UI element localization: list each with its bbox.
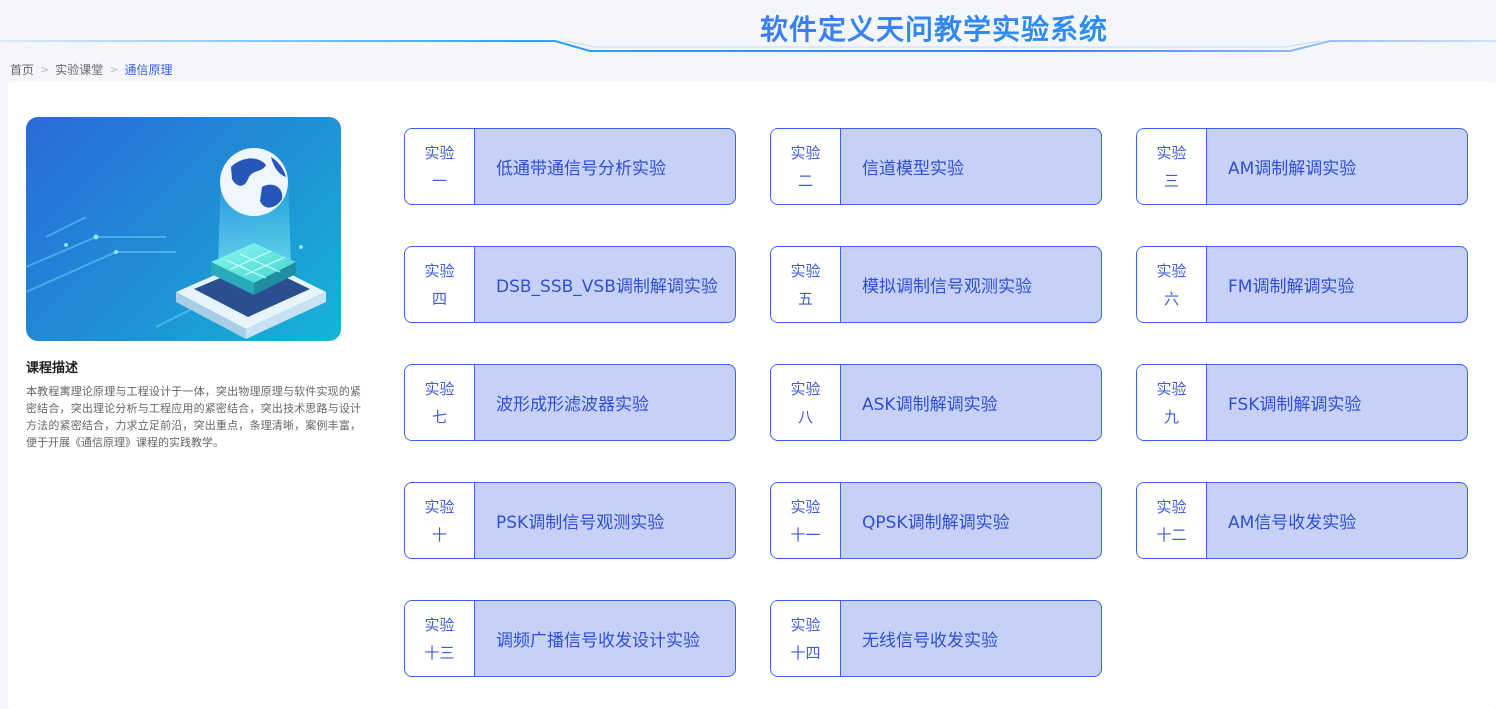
experiment-card-5[interactable]: 实验 五 模拟调制信号观测实验	[770, 246, 1102, 323]
experiment-number: 实验 三	[1137, 129, 1207, 204]
experiment-name: ASK调制解调实验	[862, 395, 998, 415]
experiment-prefix: 实验	[790, 615, 821, 634]
experiment-prefix: 实验	[790, 261, 821, 280]
course-description-title: 课程描述	[26, 361, 79, 376]
experiment-ordinal: 五	[797, 289, 813, 308]
experiment-card-10[interactable]: 实验 十 PSK调制信号观测实验	[404, 482, 736, 559]
experiment-prefix: 实验	[424, 379, 455, 398]
experiment-number: 实验 五	[771, 247, 841, 322]
experiment-prefix: 实验	[1156, 497, 1187, 516]
experiment-card-13[interactable]: 实验 十三 调频广播信号收发设计实验	[404, 600, 736, 677]
chevron-right-icon: >	[109, 62, 119, 76]
experiment-ordinal: 一	[431, 171, 447, 190]
experiment-number: 实验 七	[405, 365, 475, 440]
experiment-ordinal: 二	[797, 171, 813, 190]
experiment-name: 无线信号收发实验	[862, 631, 998, 651]
experiment-number: 实验 十三	[405, 601, 475, 676]
experiment-name: 波形成形滤波器实验	[496, 395, 649, 415]
header-decoration	[0, 40, 1496, 52]
experiment-ordinal: 四	[431, 289, 447, 308]
experiment-prefix: 实验	[424, 615, 455, 634]
experiment-number: 实验 九	[1137, 365, 1207, 440]
experiment-card-9[interactable]: 实验 九 FSK调制解调实验	[1136, 364, 1468, 441]
experiment-number: 实验 十四	[771, 601, 841, 676]
experiment-prefix: 实验	[424, 143, 455, 162]
experiment-prefix: 实验	[1156, 261, 1187, 280]
experiment-ordinal: 十二	[1156, 525, 1187, 544]
experiment-card-8[interactable]: 实验 八 ASK调制解调实验	[770, 364, 1102, 441]
experiment-card-11[interactable]: 实验 十一 QPSK调制解调实验	[770, 482, 1102, 559]
experiment-number: 实验 十一	[771, 483, 841, 558]
experiment-name: DSB_SSB_VSB调制解调实验	[496, 277, 718, 297]
experiment-prefix: 实验	[424, 261, 455, 280]
breadcrumb: 首页 > 实验课堂 > 通信原理	[10, 60, 172, 78]
experiment-name: 低通带通信号分析实验	[496, 159, 666, 179]
experiment-ordinal: 十三	[424, 643, 455, 662]
experiment-name: QPSK调制解调实验	[862, 513, 1010, 533]
experiment-ordinal: 十一	[790, 525, 821, 544]
experiment-name: PSK调制信号观测实验	[496, 513, 665, 533]
course-illustration	[26, 117, 341, 341]
experiment-number: 实验 六	[1137, 247, 1207, 322]
experiment-card-4[interactable]: 实验 四 DSB_SSB_VSB调制解调实验	[404, 246, 736, 323]
experiment-card-1[interactable]: 实验 一 低通带通信号分析实验	[404, 128, 736, 205]
course-description-text: 本教程寓理论原理与工程设计于一体，突出物理原理与软件实现的紧密结合，突出理论分析…	[26, 385, 361, 449]
experiment-name: 信道模型实验	[862, 159, 964, 179]
experiment-card-3[interactable]: 实验 三 AM调制解调实验	[1136, 128, 1468, 205]
experiment-card-12[interactable]: 实验 十二 AM信号收发实验	[1136, 482, 1468, 559]
experiment-prefix: 实验	[790, 497, 821, 516]
experiment-ordinal: 三	[1163, 171, 1179, 190]
experiment-prefix: 实验	[790, 379, 821, 398]
experiment-card-2[interactable]: 实验 二 信道模型实验	[770, 128, 1102, 205]
experiment-ordinal: 七	[431, 407, 447, 426]
experiment-name: AM调制解调实验	[1228, 159, 1357, 179]
experiment-prefix: 实验	[424, 497, 455, 516]
experiment-name: 模拟调制信号观测实验	[862, 277, 1032, 297]
experiment-ordinal: 八	[797, 407, 813, 426]
experiment-ordinal: 九	[1163, 407, 1179, 426]
experiment-name: AM信号收发实验	[1228, 513, 1357, 533]
experiment-name: FSK调制解调实验	[1228, 395, 1362, 415]
experiment-number: 实验 一	[405, 129, 475, 204]
experiment-prefix: 实验	[1156, 379, 1187, 398]
experiment-card-14[interactable]: 实验 十四 无线信号收发实验	[770, 600, 1102, 677]
chip-globe-illustration	[26, 148, 326, 339]
experiment-ordinal: 十	[431, 525, 447, 544]
experiment-name: 调频广播信号收发设计实验	[496, 631, 700, 651]
experiment-name: FM调制解调实验	[1228, 277, 1355, 297]
experiment-number: 实验 八	[771, 365, 841, 440]
experiment-number: 实验 四	[405, 247, 475, 322]
breadcrumb-home[interactable]: 首页	[10, 62, 35, 77]
experiment-number: 实验 二	[771, 129, 841, 204]
experiment-ordinal: 十四	[790, 643, 821, 662]
chevron-right-icon: >	[40, 62, 50, 76]
breadcrumb-current: 通信原理	[124, 62, 173, 77]
experiment-number: 实验 十	[405, 483, 475, 558]
experiment-ordinal: 六	[1163, 289, 1179, 308]
experiment-card-7[interactable]: 实验 七 波形成形滤波器实验	[404, 364, 736, 441]
experiment-prefix: 实验	[790, 143, 821, 162]
breadcrumb-classroom[interactable]: 实验课堂	[55, 62, 104, 77]
app-header: 软件定义天问教学实验系统	[0, 0, 1496, 56]
experiment-number: 实验 十二	[1137, 483, 1207, 558]
experiment-card-6[interactable]: 实验 六 FM调制解调实验	[1136, 246, 1468, 323]
system-title: 软件定义天问教学实验系统	[760, 8, 1108, 48]
experiment-prefix: 实验	[1156, 143, 1187, 162]
